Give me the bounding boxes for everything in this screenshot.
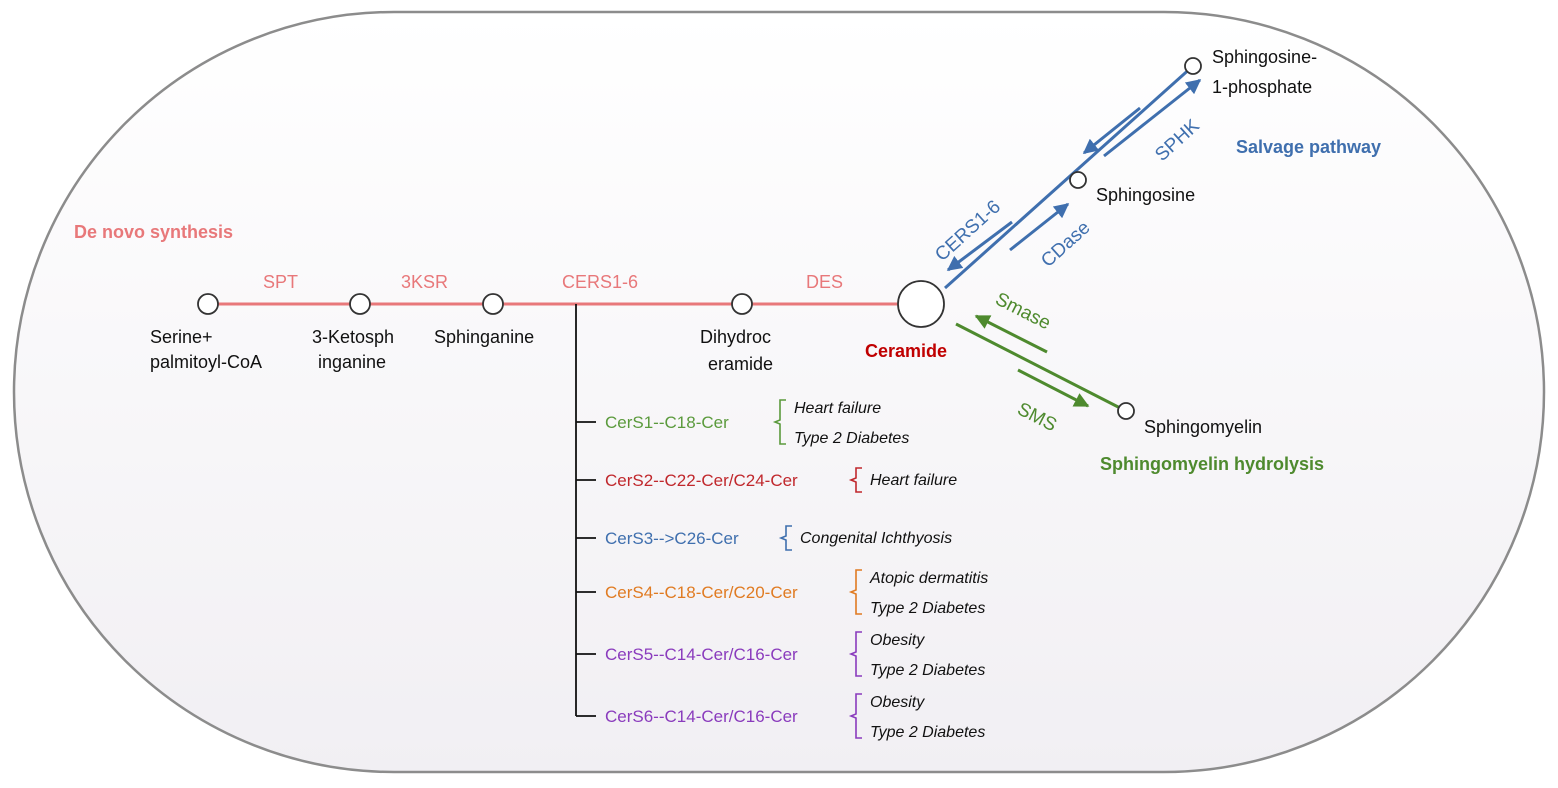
cers-isoform-label: CerS3-->C26-Cer <box>605 529 739 548</box>
label-keto-line1: 3-Ketosph <box>312 327 394 347</box>
disease-label: Type 2 Diabetes <box>870 724 985 741</box>
cers-isoform-label: CerS6--C14-Cer/C16-Cer <box>605 707 798 726</box>
disease-label: Congenital Ichthyosis <box>800 530 952 547</box>
disease-label: Obesity <box>870 694 925 711</box>
disease-bracket <box>848 631 862 677</box>
label-sphinganine: Sphinganine <box>434 327 534 347</box>
label-ceramide: Ceramide <box>865 341 947 361</box>
cers-isoform-label: CerS5--C14-Cer/C16-Cer <box>605 645 798 664</box>
label-keto-line2: inganine <box>318 352 386 372</box>
cdase-arrow <box>1009 202 1070 252</box>
cell-outline <box>12 10 1546 774</box>
enzyme-3ksr: 3KSR <box>401 272 448 292</box>
node-dihydroceramide <box>731 293 753 315</box>
cers-salvage-arrow <box>946 220 1013 272</box>
label-serine-line2: palmitoyl-CoA <box>150 352 262 372</box>
node-sphingosine <box>1069 171 1087 189</box>
sphk-arrow <box>1103 78 1202 158</box>
node-ceramide <box>897 280 945 328</box>
salvage-pathway-title: Salvage pathway <box>1236 137 1381 157</box>
enzyme-cers-de-novo: CERS1-6 <box>562 272 638 292</box>
disease-label: Type 2 Diabetes <box>870 662 985 679</box>
node-sphingomyelin <box>1117 402 1135 420</box>
disease-bracket <box>848 569 862 615</box>
sm-pathway-line <box>955 322 1127 413</box>
enzyme-des: DES <box>806 272 843 292</box>
label-dihydro-line2: eramide <box>708 354 773 374</box>
salvage-pathway-line <box>943 64 1195 290</box>
disease-label: Heart failure <box>794 400 881 417</box>
node-serine <box>197 293 219 315</box>
node-s1p <box>1184 57 1202 75</box>
node-ketosphinganine <box>349 293 371 315</box>
disease-bracket <box>848 693 862 739</box>
label-dihydro-line1: Dihydroc <box>700 327 771 347</box>
sphingosine-return-arrow <box>1082 106 1141 155</box>
node-sphinganine <box>482 293 504 315</box>
smase-arrow <box>974 314 1048 354</box>
label-s1p-line2: 1-phosphate <box>1212 77 1312 97</box>
disease-bracket <box>772 399 786 445</box>
disease-label: Obesity <box>870 632 925 649</box>
label-sphingosine: Sphingosine <box>1096 185 1195 205</box>
disease-label: Type 2 Diabetes <box>794 430 909 447</box>
cers-isoform-label: CerS4--C18-Cer/C20-Cer <box>605 583 798 602</box>
disease-label: Atopic dermatitis <box>869 570 988 587</box>
sms-arrow <box>1017 368 1090 408</box>
cers-isoform-label: CerS1--C18-Cer <box>605 413 729 432</box>
label-s1p-line1: Sphingosine- <box>1212 47 1317 67</box>
disease-label: Heart failure <box>870 472 957 489</box>
disease-bracket <box>778 525 792 551</box>
de-novo-synthesis-title: De novo synthesis <box>74 222 233 242</box>
disease-bracket <box>848 467 862 493</box>
enzyme-spt: SPT <box>263 272 298 292</box>
disease-label: Type 2 Diabetes <box>870 600 985 617</box>
cers-isoform-label: CerS2--C22-Cer/C24-Cer <box>605 471 798 490</box>
sphingomyelin-hydrolysis-title: Sphingomyelin hydrolysis <box>1100 454 1324 474</box>
label-sphingomyelin: Sphingomyelin <box>1144 417 1262 437</box>
label-serine-line1: Serine+ <box>150 327 213 347</box>
